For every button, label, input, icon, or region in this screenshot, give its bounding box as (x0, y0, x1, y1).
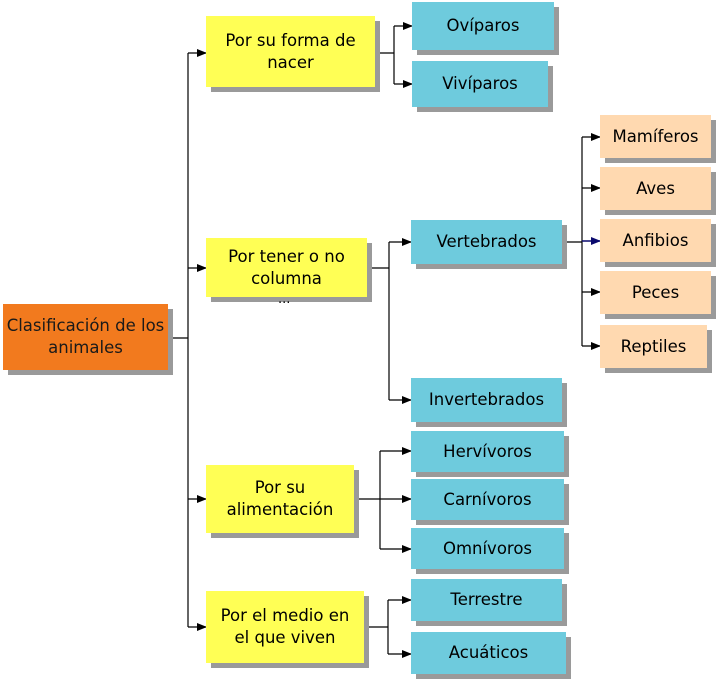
class-label: Anfibios (622, 230, 689, 250)
class-label: Aves (636, 178, 675, 198)
subcategory-vertebrados: Vertebrados (411, 220, 562, 264)
category-medio: Por el medio en el que viven (206, 591, 364, 663)
subcategory-terrestre: Terrestre (411, 579, 562, 621)
subcategory-label: Invertebrados (428, 390, 545, 409)
root-label: Clasificación de los animales (6, 316, 165, 357)
class-reptiles: Reptiles (600, 325, 707, 368)
category-label: Por su alimentación (226, 478, 334, 519)
root-node: Clasificación de los animales (3, 304, 168, 370)
class-mamiferos: Mamíferos (600, 115, 711, 158)
subcategory-label: Terrestre (450, 590, 523, 609)
subcategory-label: Hervívoros (443, 441, 532, 461)
subcategory-invertebrados: Invertebrados (411, 378, 562, 422)
class-anfibios: Anfibios (600, 219, 711, 262)
class-label: Mamíferos (612, 126, 699, 146)
category-alimentacion: Por su alimentación (206, 465, 354, 533)
category-label: Por tener o no columna (228, 246, 345, 288)
class-label: Peces (631, 282, 680, 302)
subcategory-acuaticos: Acuáticos (411, 632, 566, 674)
category-columna: Por tener o no columna (206, 238, 367, 297)
subcategory-carnivoros: Carnívoros (411, 479, 564, 520)
subcategory-label: Acuáticos (448, 643, 529, 662)
overflow-ellipsis: ... (278, 292, 291, 307)
category-label: Por el medio en el que viven (220, 606, 350, 647)
class-aves: Aves (600, 167, 711, 210)
subcategory-label: Omnívoros (442, 538, 533, 558)
category-label: Por su forma de nacer (225, 30, 356, 72)
class-label: Reptiles (620, 336, 687, 356)
subcategory-label: Vivíparos (442, 74, 518, 93)
subcategory-viviparos: Vivíparos (412, 61, 548, 107)
subcategory-label: Ovíparos (446, 16, 520, 35)
subcategory-oviparos: Ovíparos (412, 2, 554, 50)
subcategory-label: Carnívoros (443, 489, 532, 509)
subcategory-omnivoros: Omnívoros (411, 528, 564, 569)
class-peces: Peces (600, 271, 711, 314)
category-forma-de-nacer: Por su forma de nacer (206, 16, 375, 87)
subcategory-label: Vertebrados (436, 232, 537, 251)
subcategory-hervivoros: Hervívoros (411, 431, 564, 472)
